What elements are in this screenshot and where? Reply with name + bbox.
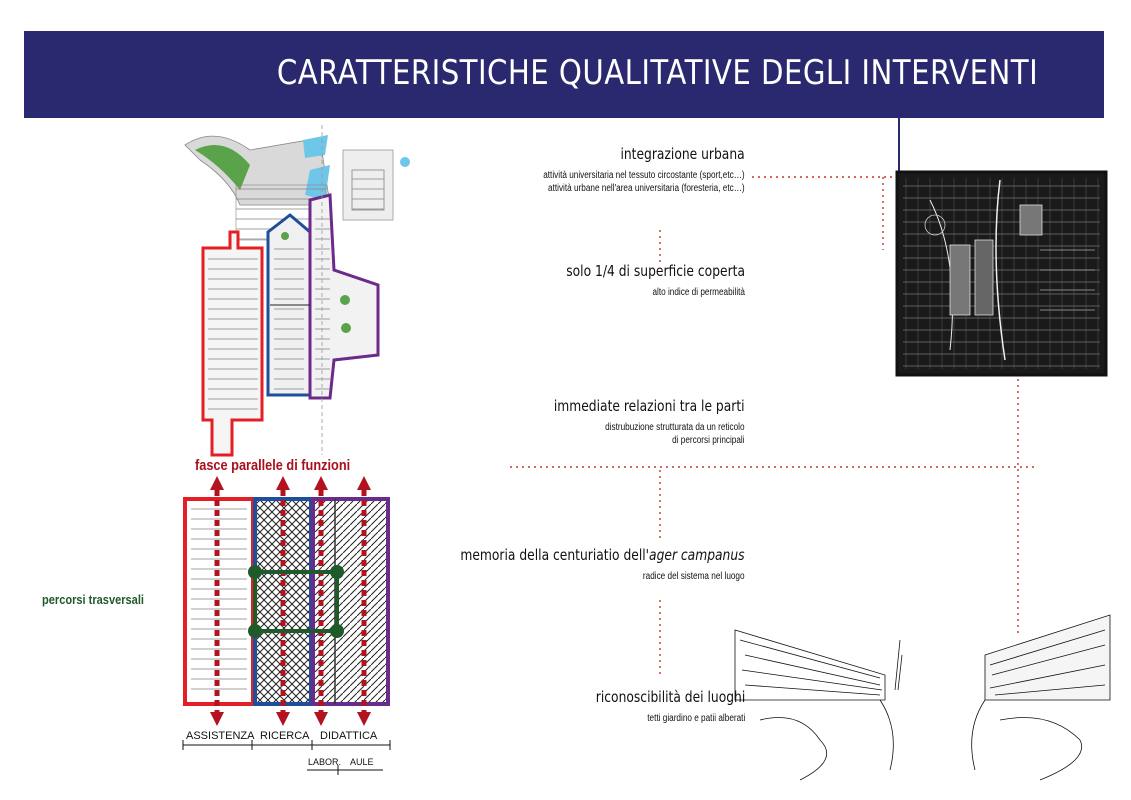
feature-title: riconoscibilità dei luoghi xyxy=(595,688,745,706)
feature-covered-surface: solo 1/4 di superficie coperta alto indi… xyxy=(527,262,745,299)
guide-lines xyxy=(510,176,1035,675)
feature-title-prefix: memoria della centuriatio dell' xyxy=(460,546,650,564)
feature-recognizability: riconoscibilità dei luoghi tetti giardin… xyxy=(563,688,745,725)
band-label-assistenza: ASSISTENZA xyxy=(186,730,255,742)
feature-line: attività universitaria nel tessuto circo… xyxy=(543,170,745,181)
feature-title: integrazione urbana xyxy=(620,145,745,163)
feature-urban-integration: integrazione urbana attività universitar… xyxy=(499,145,745,195)
feature-title: memoria della centuriatio dell'ager camp… xyxy=(461,546,745,564)
sub-band-label-labor: LABOR. xyxy=(308,757,342,767)
perspective-sketch xyxy=(734,614,1111,781)
dimension-lines xyxy=(182,740,391,775)
feature-line: tetti giardino e patii alberati xyxy=(646,713,745,724)
side-label: percorsi trasversali xyxy=(42,592,144,607)
building-plan xyxy=(184,125,410,457)
feature-line: distrubuzione strutturata da un reticolo xyxy=(605,422,745,433)
transverse-paths xyxy=(253,570,339,633)
function-bands-diagram xyxy=(182,476,391,775)
page-title: CARATTERISTICHE QUALITATIVE DEGLI INTERV… xyxy=(276,53,1038,93)
feature-line: attività urbane nell'area universitaria … xyxy=(548,183,745,194)
feature-line: radice del sistema nel luogo xyxy=(643,571,745,582)
band-label-ricerca: RICERCA xyxy=(260,730,310,742)
feature-line: di percorsi principali xyxy=(672,435,745,446)
aerial-site-plan xyxy=(895,170,1108,377)
feature-centuriatio: memoria della centuriatio dell'ager camp… xyxy=(398,546,745,583)
sub-band-label-aule: AULE xyxy=(350,757,374,767)
feature-line: alto indice di permeabilità xyxy=(652,287,745,298)
feature-title-italic: ager campanus xyxy=(649,546,745,564)
title-banner: CARATTERISTICHE QUALITATIVE DEGLI INTERV… xyxy=(24,31,1104,118)
feature-title: immediate relazioni tra le parti xyxy=(554,397,745,415)
feature-relations: immediate relazioni tra le parti distrub… xyxy=(512,397,745,447)
band-label-didattica: DIDATTICA xyxy=(320,730,378,742)
flow-arrows xyxy=(214,490,367,712)
feature-title: solo 1/4 di superficie coperta xyxy=(566,262,745,280)
diagram-title: fasce parallele di funzioni xyxy=(195,457,351,474)
